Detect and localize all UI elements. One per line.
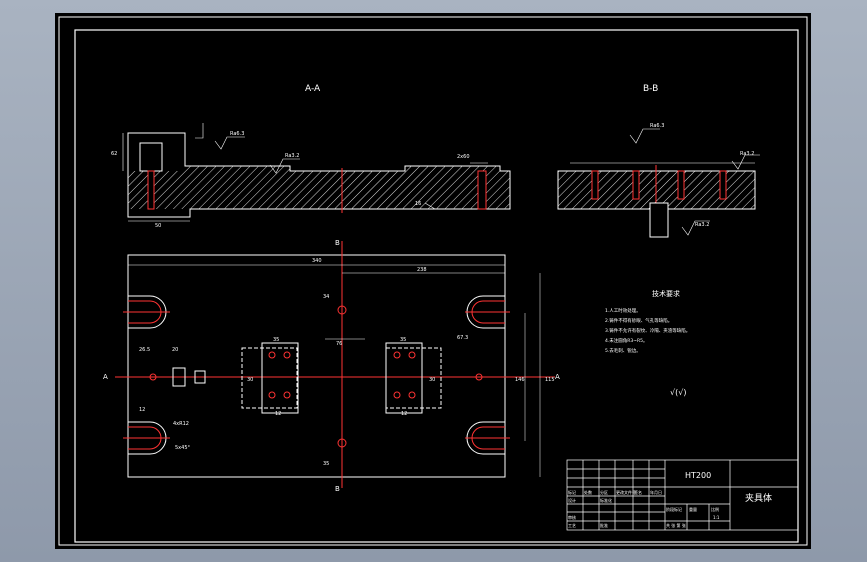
dim-pitch-right: 12	[401, 411, 407, 417]
tb-process: 工艺	[568, 523, 576, 528]
tb-approve: 批准	[600, 522, 608, 528]
tb-change: 更改文件号	[616, 489, 636, 495]
tb-standard: 标准化	[600, 497, 612, 503]
general-roughness: √(√)	[670, 388, 686, 397]
outer-frame	[58, 16, 808, 546]
tb-stage: 阶段标记	[666, 506, 682, 512]
tb-date: 年月日	[650, 489, 662, 495]
tech-req-3: 3.铸件不允许有裂纹、冷隔、夹渣等缺陷。	[605, 327, 690, 334]
ra-a2: Ra3.2	[285, 153, 299, 159]
dim-right-block: 35	[400, 337, 406, 343]
dim-left-block: 35	[273, 337, 279, 343]
tech-req-2: 2.铸件不得有砂眼、气孔等缺陷。	[605, 317, 672, 324]
ra-b2: Ra3.2	[740, 151, 754, 157]
tb-count: 处数	[584, 489, 592, 495]
section-bb-title: B-B	[643, 84, 658, 94]
dim-left-offset-a: 26.5	[139, 347, 150, 353]
dim-left-offset-b: 20	[172, 347, 178, 353]
material: HT200	[685, 471, 711, 480]
plan-view	[115, 241, 555, 488]
title-block	[566, 459, 799, 531]
tb-weight: 重量	[689, 506, 697, 512]
part-name: 夹具体	[745, 492, 772, 504]
dim-height-a: 146	[515, 377, 525, 383]
ra-plan2: 5x45°	[175, 445, 191, 451]
cut-a-left: A	[103, 373, 108, 381]
tb-zone: 分区	[600, 489, 608, 495]
cad-viewport[interactable]: A-A 62 50 Ra6.3 Ra3.2 2x60 16 B-B Ra6.3 …	[55, 13, 811, 549]
dim-block-h-right: 30	[429, 377, 435, 383]
tb-sheets: 共 张 第 张	[666, 522, 686, 528]
tb-scale-val: 1:1	[713, 515, 720, 520]
tb-scale: 比例	[711, 506, 719, 512]
dim-height-b: 115	[545, 377, 555, 383]
tech-req-5: 5.去毛刺、锐边。	[605, 347, 641, 354]
tech-req-title: 技术要求	[652, 289, 680, 298]
dim-overall-length: 340	[312, 258, 322, 264]
dim-step: 12	[139, 407, 145, 413]
dim-slot: 2x60	[457, 154, 470, 160]
inner-frame	[74, 29, 799, 543]
dim-vert-bottom: 35	[323, 461, 329, 467]
ra-a1: Ra6.3	[230, 131, 244, 137]
dim-section-h: 62	[111, 151, 117, 157]
tb-check: 审核	[568, 514, 576, 520]
dim-pitch-left: 12	[275, 411, 281, 417]
ra-b3: Ra3.2	[695, 222, 709, 228]
ra-plan: 4xR12	[173, 421, 189, 427]
dim-section-len: 50	[155, 223, 161, 229]
tb-design: 设计	[568, 497, 576, 503]
cut-b-top: B	[335, 239, 340, 247]
tb-sign: 签名	[634, 489, 642, 495]
ra-b1: Ra6.3	[650, 123, 664, 129]
section-bb-view	[557, 128, 760, 238]
section-aa-title: A-A	[305, 84, 321, 94]
tech-req-1: 1.人工时效处理。	[605, 307, 641, 314]
drawing-canvas[interactable]: A-A 62 50 Ra6.3 Ra3.2 2x60 16 B-B Ra6.3 …	[55, 13, 811, 549]
dim-center-width: 76	[336, 341, 342, 347]
tech-req-4: 4.未注圆角R3~R5。	[605, 337, 648, 344]
dim-small: 16	[415, 201, 421, 207]
dim-block-h-left: 30	[247, 377, 253, 383]
tb-mark: 标记	[568, 489, 576, 495]
section-aa-view	[122, 123, 511, 222]
dim-inner-length: 238	[417, 267, 427, 273]
dim-vert-top: 34	[323, 294, 329, 300]
cut-b-bottom: B	[335, 485, 340, 493]
dim-side-r: 67.3	[457, 335, 468, 341]
cut-a-right: A	[555, 373, 560, 381]
